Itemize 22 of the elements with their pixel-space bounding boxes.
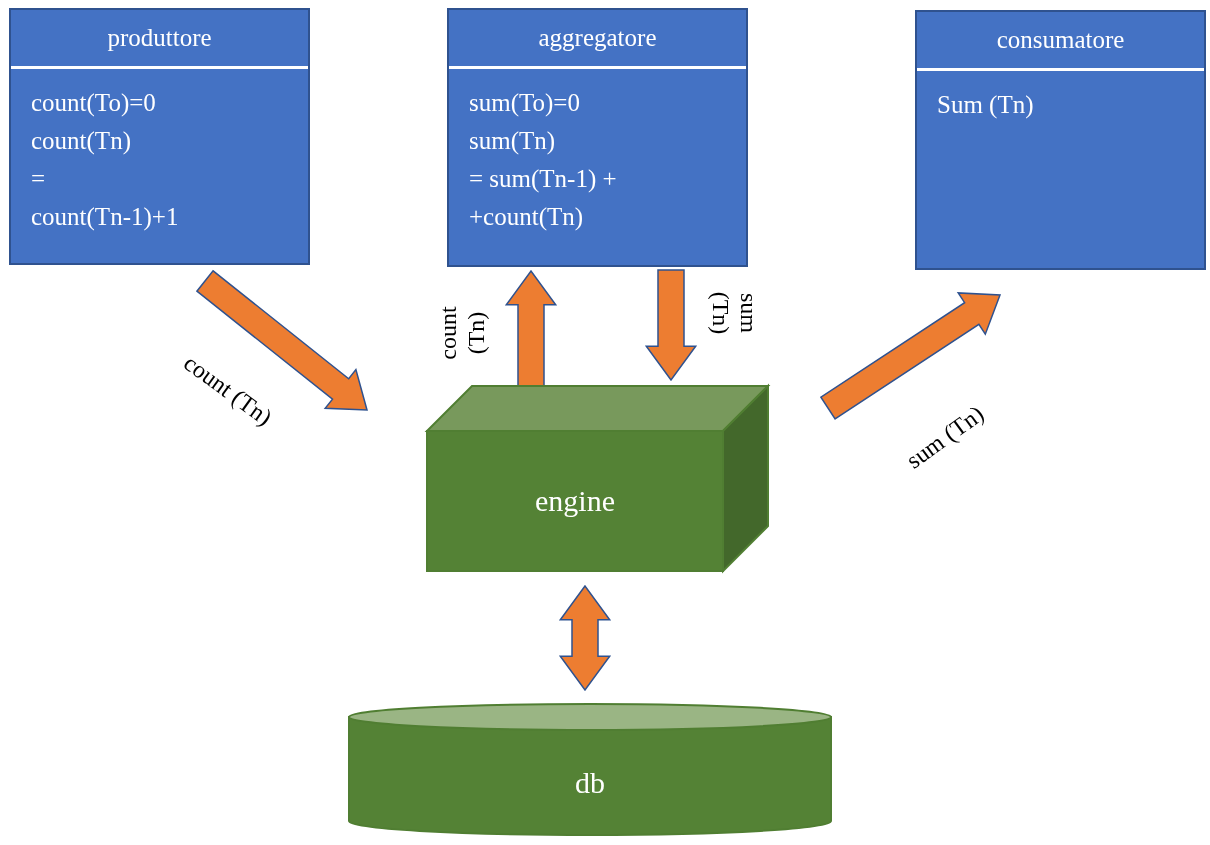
box-title: produttore (107, 24, 212, 52)
block-arrow (819, 292, 1002, 420)
formula-text: count(Tn-1)+1 (31, 202, 180, 233)
block-arrow (195, 269, 368, 411)
node-label: engine (535, 484, 615, 518)
block-arrow (504, 269, 558, 387)
formula-text: = (31, 164, 47, 194)
box-title: aggregatore (538, 24, 657, 52)
formula-text: sum(Tn) (469, 126, 557, 156)
process-box (9, 8, 310, 265)
formula-text: count(Tn) (31, 126, 132, 157)
formula-text: = sum(Tn-1) + (469, 164, 618, 195)
formula-text: count(To)=0 (31, 88, 157, 119)
block-arrow (644, 269, 698, 382)
box-title: consumatore (996, 26, 1125, 54)
formula-text: sum(To)=0 (469, 88, 581, 118)
formula-text: Sum (Tn) (937, 90, 1035, 121)
process-box (915, 10, 1206, 270)
node-label: db (575, 766, 605, 800)
process-box (447, 8, 748, 267)
block-arrow (558, 584, 612, 692)
formula-text: +count(Tn) (469, 202, 585, 232)
